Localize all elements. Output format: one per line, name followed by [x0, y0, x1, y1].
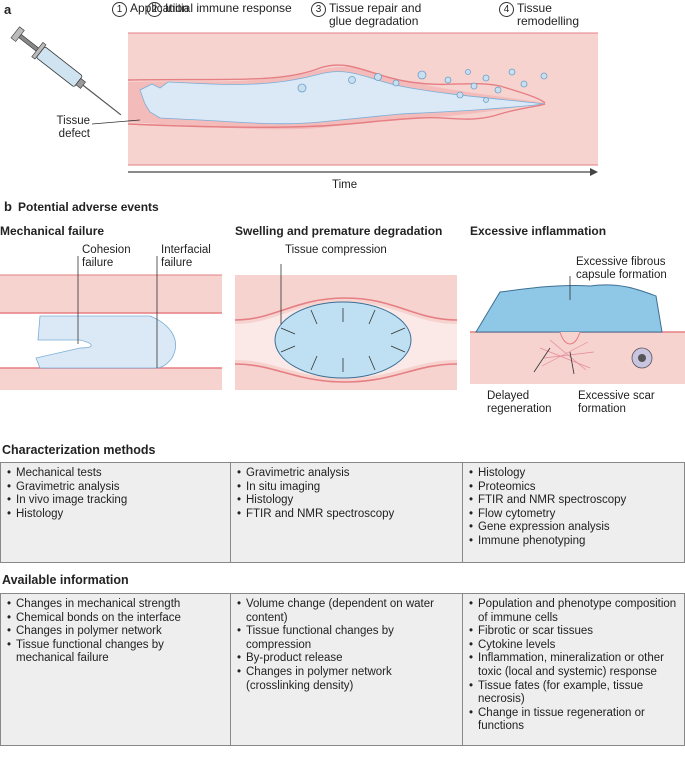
event-title-inflammation: Excessive inflammation	[470, 224, 607, 238]
characterization-title: Characterization methods	[2, 443, 156, 457]
list-item: Tissue fates (for example, tissue necros…	[469, 680, 680, 707]
available-title: Available information	[2, 573, 129, 587]
tissue-compression-label: Tissue compression	[285, 244, 387, 256]
list-item: Tissue functional changes by compression	[237, 625, 456, 652]
panel-b-title: Potential adverse events	[18, 200, 159, 214]
scar-formation-label: Excessive scar formation	[578, 390, 655, 415]
step-label-2: Initial immune response	[165, 1, 292, 15]
step-4: 4 Tissue remodelling	[499, 2, 597, 28]
list-item: Gravimetric analysis	[7, 481, 224, 495]
step-3: 3 Tissue repair and glue degradation	[311, 2, 439, 28]
step-label-4: Tissue remodelling	[517, 1, 580, 28]
list-item: Population and phenotype composition of …	[469, 598, 680, 625]
list-item: FTIR and NMR spectroscopy	[237, 508, 456, 522]
list-item: Cytokine levels	[469, 639, 680, 653]
list-item: Proteomics	[469, 481, 680, 495]
swollen-glue	[274, 301, 412, 379]
list-item: Tissue functional changes by mechanical …	[7, 639, 224, 666]
characterization-col-3: HistologyProteomicsFTIR and NMR spectros…	[462, 463, 685, 562]
step-number-2: 2	[147, 2, 162, 17]
list-item: Changes in mechanical strength	[7, 598, 224, 612]
characterization-table: Mechanical testsGravimetric analysisIn v…	[0, 462, 685, 563]
list-item: Gravimetric analysis	[237, 467, 456, 481]
available-col-1: Changes in mechanical strengthChemical b…	[1, 594, 230, 745]
list-item: Histology	[237, 494, 456, 508]
list-item: Mechanical tests	[7, 467, 224, 481]
list-item: Flow cytometry	[469, 508, 680, 522]
time-label: Time	[332, 179, 358, 191]
list-item: Change in tissue regeneration or functio…	[469, 707, 680, 734]
list-item: FTIR and NMR spectroscopy	[469, 494, 680, 508]
step-2: 2 Initial immune response	[147, 2, 292, 17]
list-item: Changes in polymer network (crosslinking…	[237, 666, 456, 693]
list-item: Immune phenotyping	[469, 535, 680, 549]
step-number-4: 4	[499, 2, 514, 17]
panel-a-illustration	[10, 26, 598, 176]
swelling-arrows	[280, 308, 406, 372]
characterization-col-2: Gravimetric analysisIn situ imagingHisto…	[230, 463, 462, 562]
characterization-col-1: Mechanical testsGravimetric analysisIn v…	[1, 463, 230, 562]
step-number-3: 3	[311, 2, 326, 17]
list-item: By-product release	[237, 652, 456, 666]
glue-block	[35, 315, 176, 369]
list-item: Inflammation, mineralization or other to…	[469, 652, 680, 679]
list-item: Fibrotic or scar tissues	[469, 625, 680, 639]
list-item: In vivo image tracking	[7, 494, 224, 508]
inflammation-illustration	[470, 276, 685, 384]
event-title-swelling: Swelling and premature degradation	[235, 224, 443, 238]
list-item: Changes in polymer network	[7, 625, 224, 639]
capsule-formation-label: Excessive fibrous capsule formation	[576, 256, 667, 281]
scar-mesh	[539, 339, 595, 371]
tissue-defect-label: Tissue defect	[56, 115, 90, 140]
delayed-regeneration-label: Delayed regeneration	[487, 390, 552, 415]
list-item: In situ imaging	[237, 481, 456, 495]
immune-cells	[297, 68, 548, 103]
step-label-3: Tissue repair and glue degradation	[329, 1, 422, 28]
list-item: Gene expression analysis	[469, 521, 680, 535]
list-item: Chemical bonds on the interface	[7, 612, 224, 626]
immune-cell-icon	[631, 347, 653, 369]
panel-b-letter: b	[4, 199, 12, 214]
list-item: Histology	[7, 508, 224, 522]
list-item: Volume change (dependent on water conten…	[237, 598, 456, 625]
syringe-icon	[10, 26, 122, 116]
available-table: Changes in mechanical strengthChemical b…	[0, 593, 685, 746]
list-item: Histology	[469, 467, 680, 481]
panel-a-letter: a	[4, 2, 12, 17]
event-title-mechanical: Mechanical failure	[0, 224, 105, 238]
mechanical-failure-illustration	[0, 256, 222, 390]
interfacial-failure-label: Interfacial failure	[161, 244, 211, 269]
available-col-2: Volume change (dependent on water conten…	[230, 594, 462, 745]
cohesion-failure-label: Cohesion failure	[82, 244, 131, 269]
fibrous-capsule	[475, 284, 663, 333]
swelling-illustration	[235, 264, 457, 390]
step-number-1: 1	[112, 2, 127, 17]
available-col-3: Population and phenotype composition of …	[462, 594, 685, 745]
